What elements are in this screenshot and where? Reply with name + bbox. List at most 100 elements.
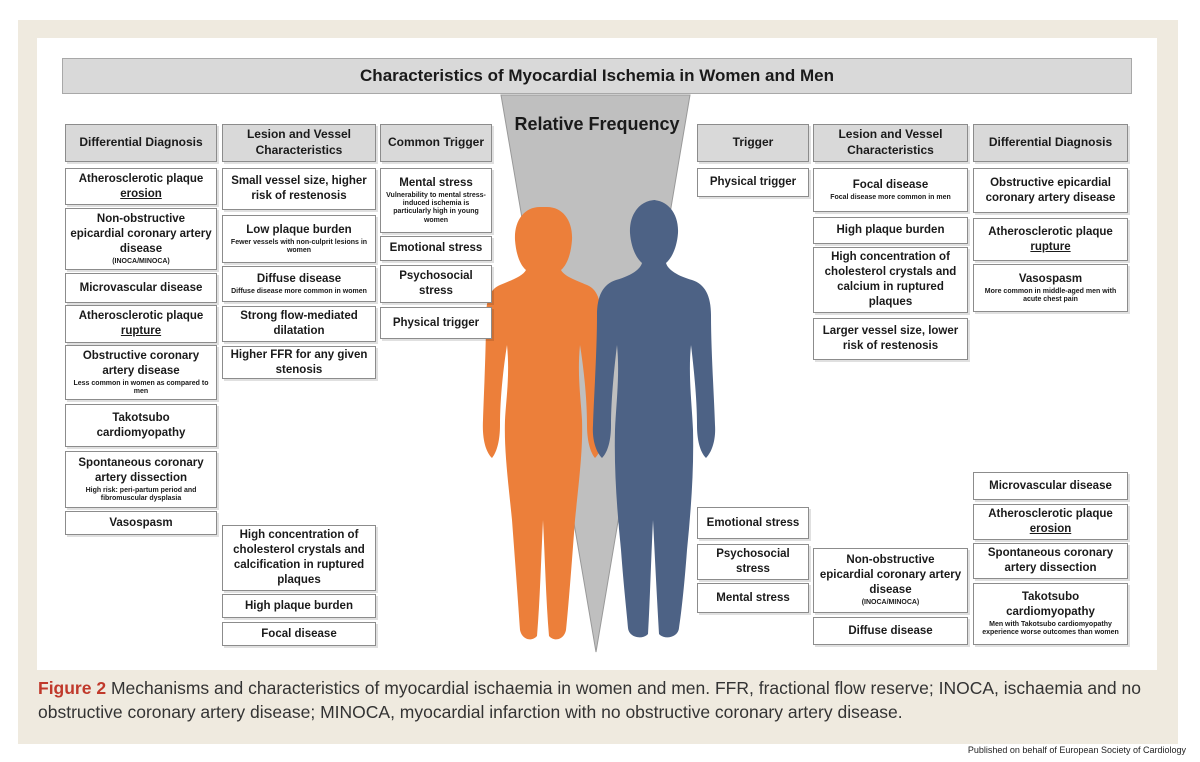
men-trigger-box: Physical trigger [697,168,809,197]
men-diff-box-note: Men with Takotsubo cardiomyopathy experi… [982,621,1119,637]
women-diff-box-label: Atherosclerotic plaque [78,310,204,323]
men-trigger-box-label: Emotional stress [706,516,800,529]
women-trigger-box-label: Physical trigger [392,316,480,329]
men-lesion-header-label: Lesion and Vessel Characteristics [838,127,943,157]
women-lesion-box: High plaque burden [222,594,376,618]
women-diff-box-label: Atherosclerotic plaque [78,172,204,185]
men-trigger-box: Mental stress [697,583,809,613]
men-diff-box-label: Vasospasm [1018,272,1083,285]
women-diff-box-underlined: rupture [120,325,162,337]
man-silhouette [592,200,716,638]
women-diff-box-note: High risk: peri-partum period and fibrom… [85,486,197,502]
men-diff-header: Differential Diagnosis [973,124,1128,162]
men-trigger-box: Emotional stress [697,507,809,539]
men-diff-box-label: Obstructive epicardial coronary artery d… [985,176,1116,204]
men-diff-box-label: Atherosclerotic plaque [988,225,1113,238]
men-diff-box-underlined: erosion [1029,523,1072,535]
women-lesion-box-label: Diffuse disease [256,272,342,285]
women-lesion-box: Focal disease [222,622,376,646]
women-trigger-box-label: Emotional stress [389,242,483,255]
men-diff-box: Obstructive epicardial coronary artery d… [973,168,1128,213]
men-diff-box-label: Atherosclerotic plaque [988,508,1113,521]
women-diff-box-label: Obstructive coronary artery disease [82,349,200,377]
women-lesion-box-label: Focal disease [261,627,337,640]
women-trigger-box: Physical trigger [380,307,492,339]
women-diff-box-label: Vasospasm [109,516,173,529]
women-lesion-box: High concentration of cholesterol crysta… [222,525,376,591]
women-lesion-box-note: Diffuse disease more common in women [231,287,367,295]
men-trigger-header: Trigger [697,124,809,162]
figure-title: Characteristics of Myocardial Ischemia i… [62,58,1132,94]
figure-caption: Figure 2 Mechanisms and characteristics … [38,676,1158,724]
women-diff-box-label: Non-obstructive epicardial coronary arte… [70,212,212,255]
women-trigger-box: Emotional stress [380,236,492,261]
women-diff-box: Atherosclerotic plaque rupture [65,305,217,343]
men-lesion-box: Diffuse disease [813,617,968,645]
women-diff-header: Differential Diagnosis [65,124,217,162]
women-diff-box-note: Less common in women as compared to men [73,379,209,395]
men-trigger-header-label: Trigger [732,135,774,150]
women-lesion-box: Higher FFR for any given stenosis [222,346,376,379]
women-lesion-box: Small vessel size, higher risk of resten… [222,168,376,210]
men-diff-box-label: Takotsubo cardiomyopathy [1006,591,1095,619]
women-diff-box: Microvascular disease [65,273,217,303]
women-lesion-box-label: High concentration of cholesterol crysta… [233,529,365,586]
women-diff-box-underlined: erosion [120,187,162,200]
men-trigger-box-label: Physical trigger [709,176,797,189]
men-lesion-box-label: Diffuse disease [848,624,933,637]
men-lesion-box: High plaque burden [813,217,968,244]
men-lesion-box: Non-obstructive epicardial coronary arte… [813,548,968,613]
women-diff-box-label: Spontaneous coronary artery dissection [78,456,204,484]
women-trigger-box-note: Vulnerability to mental stress-induced i… [386,191,486,224]
men-diff-header-label: Differential Diagnosis [988,135,1113,150]
women-lesion-header-label: Lesion and Vessel Characteristics [246,127,352,157]
woman-silhouette [482,207,605,640]
men-lesion-box: Larger vessel size, lower risk of resten… [813,318,968,360]
men-trigger-box: Psychosocial stress [697,544,809,580]
women-lesion-box-label: Strong flow-mediated dilatation [240,310,358,337]
men-lesion-header: Lesion and Vessel Characteristics [813,124,968,162]
women-diff-box: Atherosclerotic plaque erosion [65,168,217,205]
women-diff-box: Vasospasm [65,511,217,535]
men-diff-box: Spontaneous coronary artery dissection [973,543,1128,579]
men-lesion-box-label: Non-obstructive epicardial coronary arte… [819,554,962,597]
women-diff-box: Takotsubo cardiomyopathy [65,404,217,447]
women-trigger-header-label: Common Trigger [387,135,484,150]
caption-text: Mechanisms and characteristics of myocar… [38,678,1141,722]
men-lesion-box-label: Focal disease [852,178,929,191]
men-lesion-box: High concentration of cholesterol crysta… [813,247,968,313]
men-lesion-box-note: (INOCA/MINOCA) [861,599,920,607]
women-lesion-box-note: Fewer vessels with non-culprit lesions i… [230,238,368,254]
men-lesion-box-note: Focal disease more common in men [830,193,951,201]
women-lesion-header: Lesion and Vessel Characteristics [222,124,376,162]
women-trigger-box-label: Mental stress [399,176,473,189]
women-diff-box-note: (INOCA/MINOCA) [112,257,170,265]
men-trigger-box-label: Mental stress [716,591,790,604]
caption-label: Figure 2 [38,678,107,698]
women-lesion-box-label: High plaque burden [245,599,353,612]
relative-frequency-label: Relative Frequency [514,114,680,134]
men-diff-box-label: Spontaneous coronary artery dissection [987,547,1114,574]
women-diff-header-label: Differential Diagnosis [79,135,203,150]
men-trigger-box-label: Psychosocial stress [716,548,790,575]
publisher-credit: Published on behalf of European Society … [967,745,1186,755]
women-trigger-box: Psychosocial stress [380,265,492,303]
women-diff-box: Non-obstructive epicardial coronary arte… [65,208,217,270]
men-diff-box: Atherosclerotic plaque erosion [973,504,1128,540]
women-trigger-header: Common Trigger [380,124,492,162]
women-lesion-box-label: Higher FFR for any given stenosis [230,348,368,376]
men-lesion-box-label: Larger vessel size, lower risk of resten… [822,325,959,352]
women-lesion-box-label: Small vessel size, higher risk of resten… [231,175,367,202]
women-diff-box-label: Microvascular disease [79,281,203,294]
men-lesion-box-label: High concentration of cholesterol crysta… [824,251,957,308]
women-trigger-box-label: Psychosocial stress [399,270,473,297]
men-diff-box: Microvascular disease [973,472,1128,500]
